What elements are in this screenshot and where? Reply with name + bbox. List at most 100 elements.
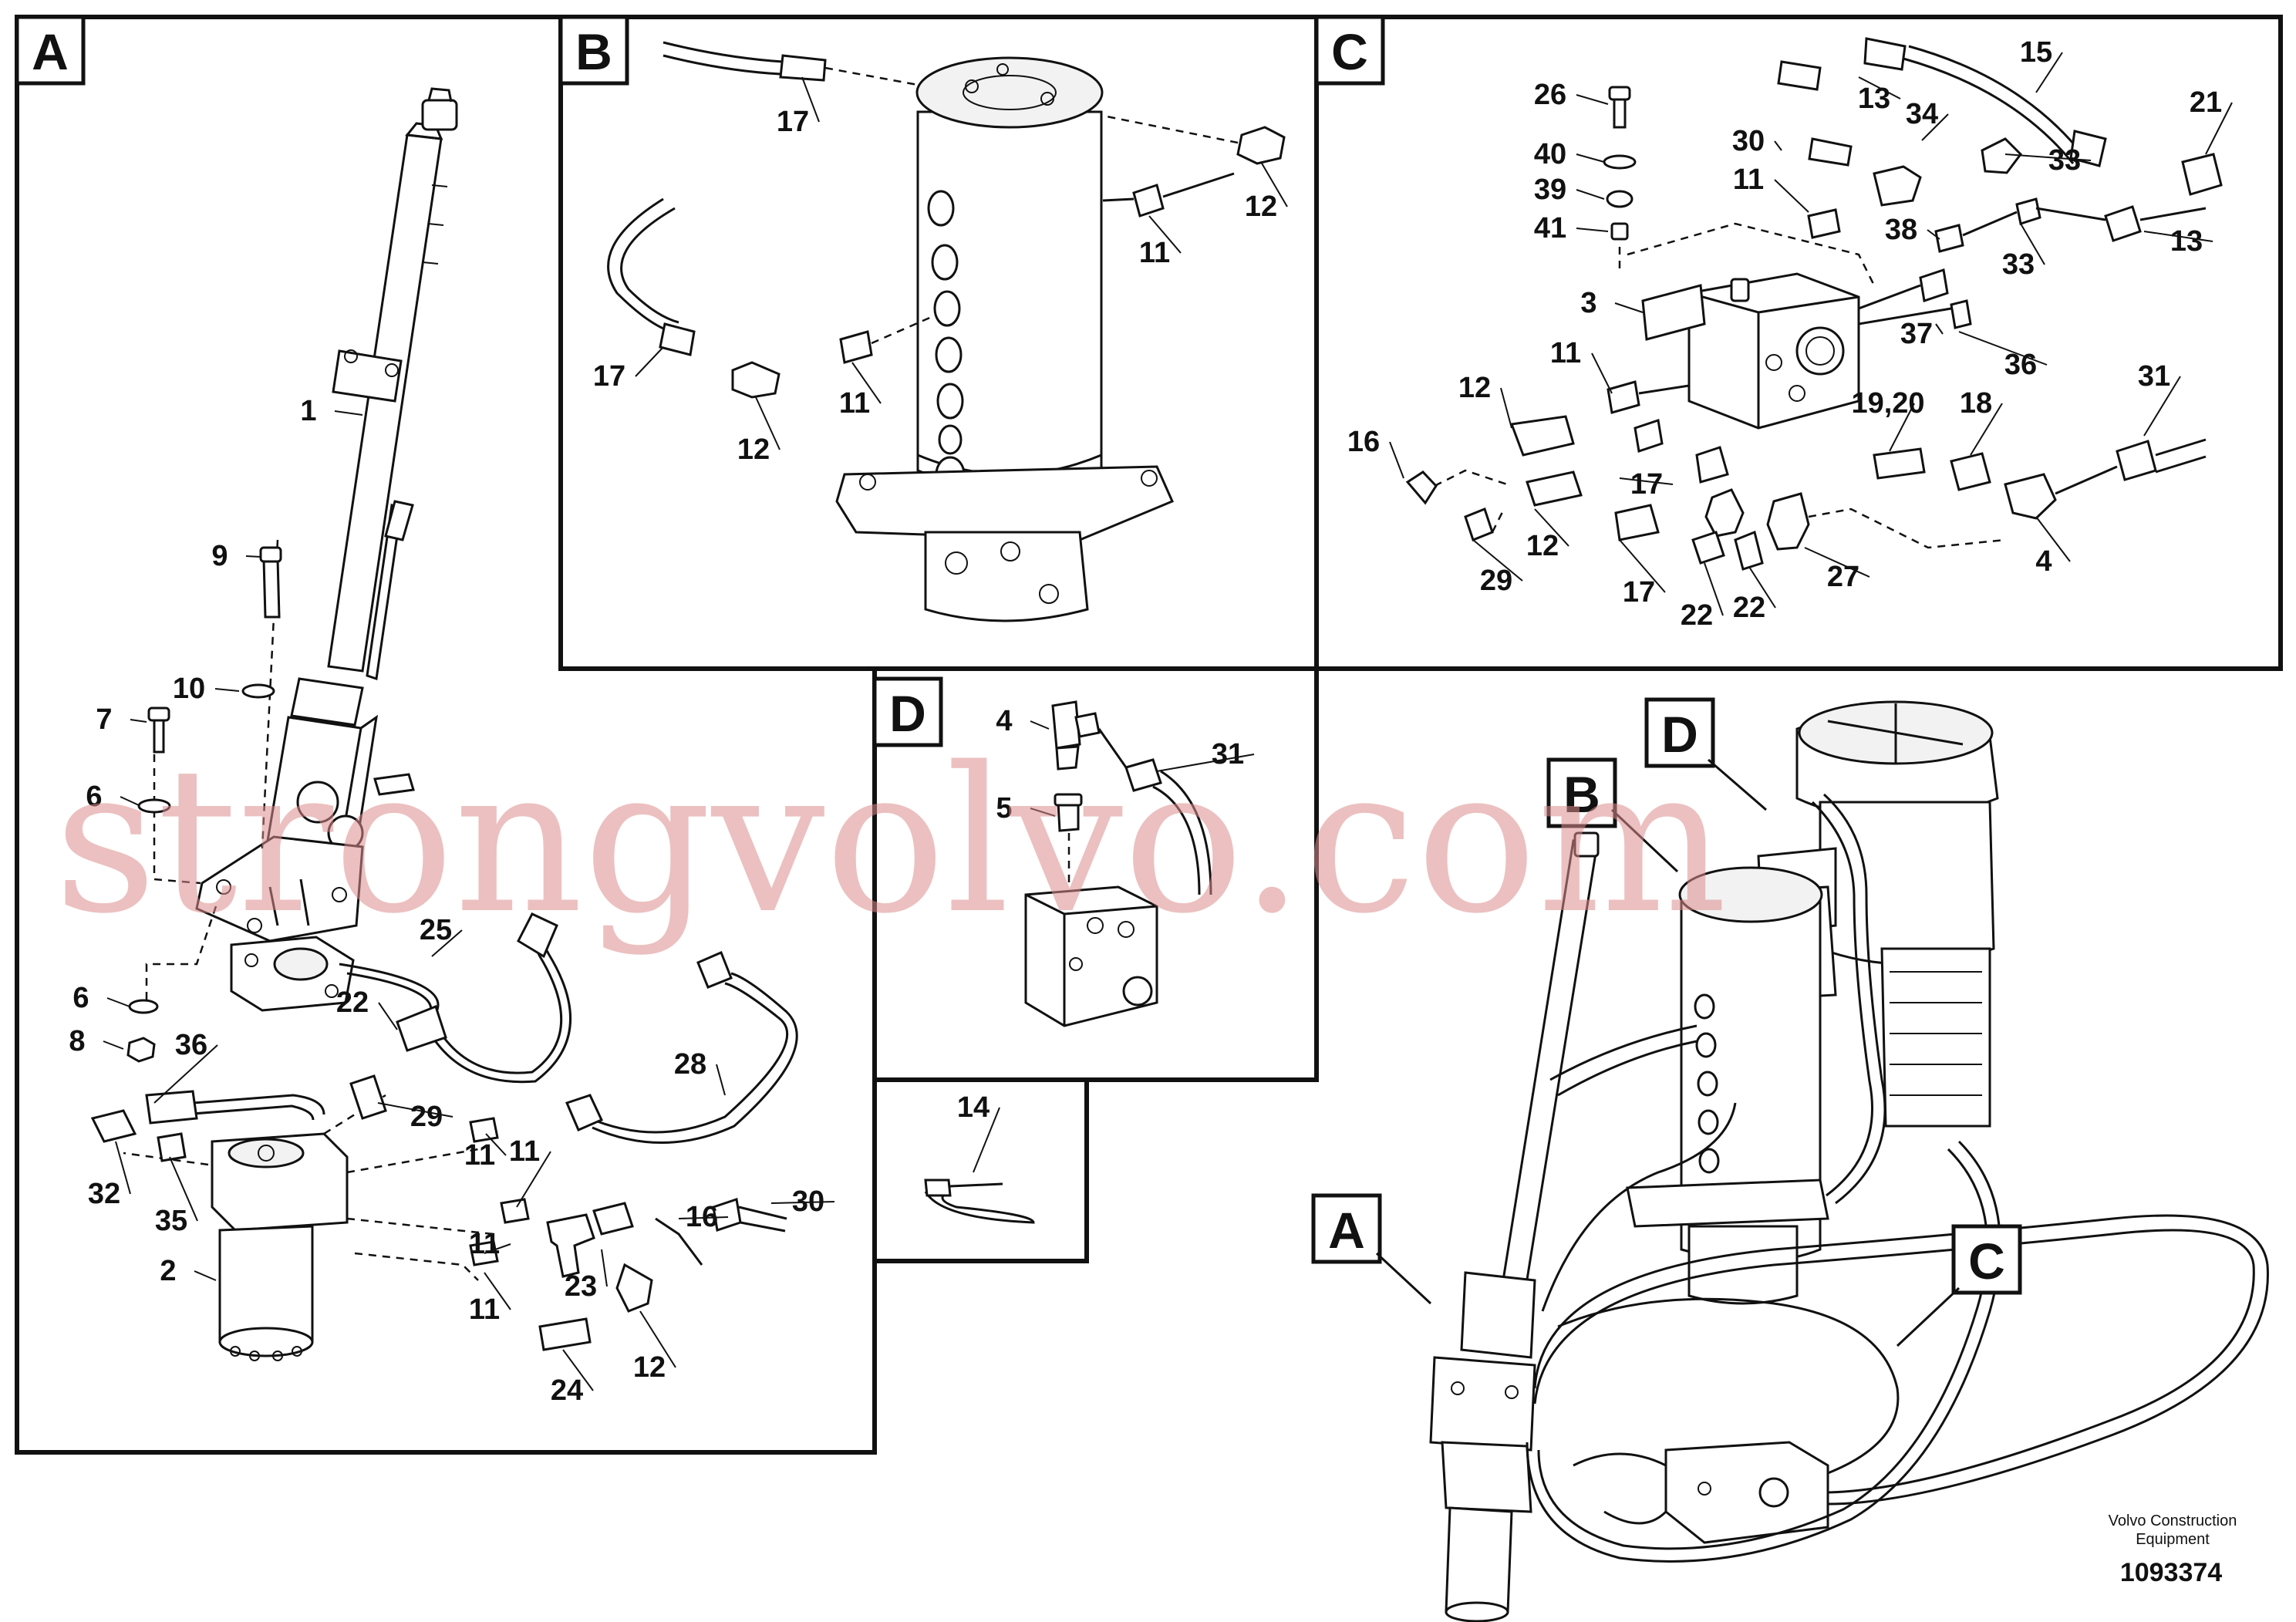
callout-number: 5 bbox=[996, 792, 1012, 824]
callout-number: 17 bbox=[1630, 468, 1663, 501]
callout-number: 12 bbox=[1245, 191, 1277, 223]
callout-number: 32 bbox=[88, 1178, 120, 1210]
callout-number: 11 bbox=[469, 1228, 500, 1260]
callout-leader bbox=[678, 1216, 729, 1219]
callout-number: 41 bbox=[1534, 212, 1566, 244]
svg-text:B: B bbox=[1563, 766, 1600, 823]
callout-leader bbox=[377, 1102, 453, 1118]
callout-number: 34 bbox=[1906, 98, 1938, 130]
panel-d-frame bbox=[872, 666, 1319, 1082]
callout-leader bbox=[1576, 94, 1609, 105]
callout-leader bbox=[562, 1349, 594, 1391]
callout-leader bbox=[639, 1310, 676, 1368]
callout-number: 14 bbox=[957, 1091, 990, 1124]
callout-number: 13 bbox=[2170, 225, 2203, 258]
callout-number: 6 bbox=[86, 781, 102, 813]
callout-leader bbox=[194, 1270, 217, 1281]
panel-e-frame bbox=[872, 1077, 1089, 1263]
callout-leader bbox=[1858, 76, 1901, 99]
callout-leader bbox=[1030, 720, 1050, 730]
callout-number: 15 bbox=[2020, 36, 2052, 69]
callout-number: 39 bbox=[1534, 174, 1566, 206]
callout-leader bbox=[484, 1243, 511, 1254]
callout-leader bbox=[1156, 754, 1255, 772]
figure-number: 1093374 bbox=[2120, 1558, 2222, 1587]
callout-leader bbox=[601, 1249, 608, 1287]
callout-leader bbox=[1576, 153, 1605, 163]
callout-leader bbox=[245, 555, 261, 558]
callout-leader bbox=[1889, 403, 1915, 452]
callout-number: 33 bbox=[2048, 144, 2081, 177]
callout-number: 12 bbox=[1526, 530, 1559, 562]
callout-number: 11 bbox=[469, 1293, 500, 1326]
callout-leader bbox=[378, 1002, 398, 1030]
svg-text:C: C bbox=[1331, 23, 1368, 80]
callout-number: 22 bbox=[1733, 592, 1765, 624]
svg-text:A: A bbox=[1328, 1202, 1365, 1259]
panel-d-drawing bbox=[1024, 700, 1212, 1027]
callout-number: 30 bbox=[792, 1185, 824, 1218]
callout-number: 12 bbox=[633, 1351, 666, 1384]
callout-number: 35 bbox=[155, 1205, 187, 1237]
callout-number: 10 bbox=[173, 673, 205, 705]
callout-leader bbox=[214, 688, 240, 692]
callout-number: 24 bbox=[551, 1374, 583, 1407]
callout-number: 22 bbox=[336, 986, 369, 1019]
callout-leader bbox=[1591, 352, 1613, 394]
callout-leader bbox=[1935, 323, 1944, 335]
callout-leader bbox=[1534, 508, 1569, 547]
callout-number: 3 bbox=[1580, 287, 1596, 319]
callout-number: 33 bbox=[2002, 248, 2035, 281]
callout-leader bbox=[130, 719, 147, 723]
callout-leader bbox=[755, 396, 781, 450]
callout-leader bbox=[1774, 140, 1782, 151]
callout-number: 11 bbox=[509, 1135, 540, 1168]
callout-number: 8 bbox=[69, 1025, 85, 1057]
callout-leader bbox=[103, 1040, 124, 1050]
callout-number: 11 bbox=[464, 1139, 495, 1172]
callout-leader bbox=[770, 1201, 835, 1204]
callout-number: 26 bbox=[1534, 79, 1566, 111]
callout-number: 4 bbox=[2035, 545, 2052, 578]
callout-number: 31 bbox=[2138, 360, 2170, 393]
svg-text:D: D bbox=[889, 685, 926, 742]
callout-leader bbox=[1921, 113, 1949, 141]
callout-number: 16 bbox=[1347, 426, 1380, 458]
callout-number: 12 bbox=[1458, 372, 1491, 404]
callout-number: 36 bbox=[175, 1029, 207, 1061]
panel-tag-b: B bbox=[558, 15, 629, 86]
callout-number: 17 bbox=[777, 106, 809, 138]
callout-number: 18 bbox=[1960, 387, 1992, 420]
svg-text:A: A bbox=[32, 23, 69, 80]
callout-leader bbox=[2205, 102, 2233, 155]
panel-c-frame bbox=[1314, 15, 2283, 671]
panel-frames bbox=[15, 15, 2283, 1455]
callout-leader bbox=[635, 346, 664, 377]
callout-leader bbox=[334, 410, 363, 416]
callouts-panel-c: 2640394113152130343311383313337361112161… bbox=[1347, 36, 2233, 632]
svg-text:C: C bbox=[1968, 1233, 2005, 1290]
callout-number: 30 bbox=[1732, 125, 1765, 157]
callouts-panel-e: 14 bbox=[957, 1091, 1000, 1173]
callout-leader bbox=[1619, 539, 1666, 593]
callout-number: 29 bbox=[1480, 565, 1512, 597]
overview-tag-b: B bbox=[1546, 757, 1679, 873]
callout-leader bbox=[1500, 387, 1512, 429]
callout-number: 17 bbox=[593, 360, 625, 393]
callout-leader bbox=[1748, 566, 1776, 609]
panel-tag-a: A bbox=[15, 15, 86, 86]
callout-number: 23 bbox=[565, 1270, 597, 1303]
callout-leader bbox=[153, 1044, 218, 1104]
callout-leader bbox=[115, 1141, 131, 1195]
panel-a-drawing bbox=[90, 87, 798, 1361]
callout-leader bbox=[1030, 808, 1056, 817]
callout-leader bbox=[1774, 179, 1809, 213]
callout-leader bbox=[1260, 161, 1288, 207]
callout-number: 6 bbox=[72, 982, 89, 1014]
callout-leader bbox=[2035, 52, 2063, 93]
callout-leader bbox=[485, 1133, 507, 1156]
callout-leader bbox=[801, 76, 820, 123]
callout-number: 9 bbox=[211, 540, 228, 572]
